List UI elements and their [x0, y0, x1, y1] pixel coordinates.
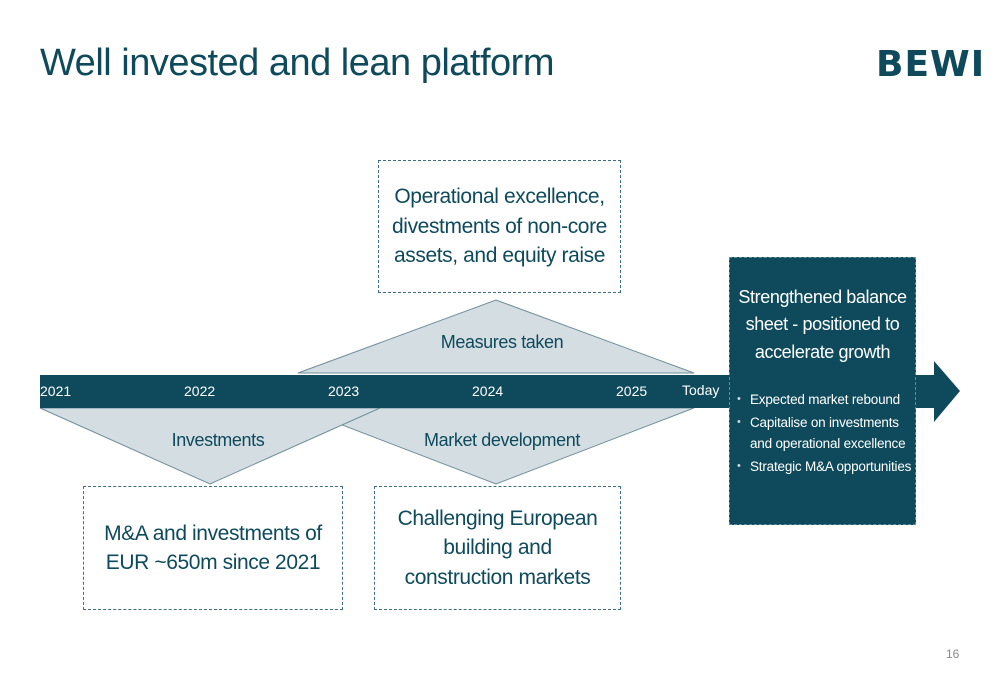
callout-bullet-text: Strategic M&A opportunities: [750, 459, 912, 474]
investments-box: M&A and investments of EUR ~650m since 2…: [83, 486, 343, 610]
callout-bullet: • Strategic M&A opportunities: [736, 456, 914, 477]
bullet-icon: •: [737, 393, 741, 405]
bullet-icon: •: [737, 416, 741, 428]
year-2024: 2024: [472, 383, 504, 399]
callout-bullet-text: Capitalise on investments and operationa…: [750, 415, 906, 451]
year-2021: 2021: [40, 383, 72, 399]
page-number: 16: [946, 647, 960, 661]
bullet-icon: •: [737, 460, 741, 472]
year-2025: 2025: [616, 383, 648, 399]
year-2023: 2023: [328, 383, 360, 399]
investments-box-text: M&A and investments of EUR ~650m since 2…: [104, 521, 322, 574]
callout-bullet: • Capitalise on investments and operation…: [736, 412, 914, 454]
measures-box: Operational excellence, divestments of n…: [378, 160, 621, 293]
investments-label: Investments: [171, 430, 265, 450]
page-title: Well invested and lean platform: [40, 42, 554, 84]
timeline-arrowhead: [934, 361, 960, 422]
callout-bullet: • Expected market rebound: [736, 389, 914, 410]
measures-box-text: Operational excellence, divestments of n…: [392, 185, 607, 268]
market-box-text: Challenging European building and constr…: [397, 506, 598, 589]
callout-bullet-text: Expected market rebound: [750, 392, 900, 407]
year-2022: 2022: [184, 383, 216, 399]
measures-taken-label: Measures taken: [440, 332, 564, 352]
market-box: Challenging European building and constr…: [374, 486, 621, 610]
outlook-callout: Strengthened balance sheet - positioned …: [729, 257, 916, 525]
today-label: Today: [682, 382, 720, 398]
market-development-label: Market development: [424, 430, 580, 450]
measures-taken-triangle: [297, 299, 695, 374]
callout-bullet-list: • Expected market rebound • Capitalise on …: [736, 389, 914, 479]
callout-title: Strengthened balance sheet - positioned …: [738, 287, 907, 362]
bewi-logo: BEWI: [876, 44, 986, 85]
